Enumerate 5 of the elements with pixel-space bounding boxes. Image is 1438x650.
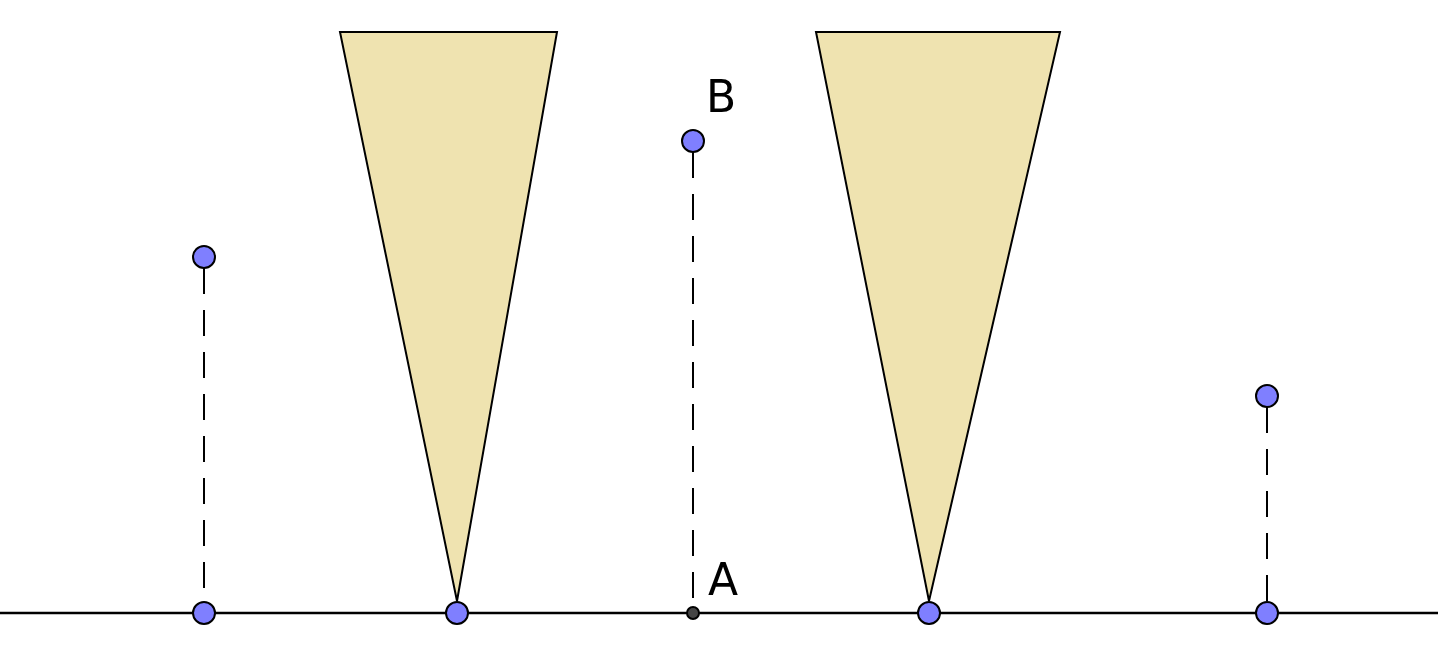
connector-line	[1266, 406, 1268, 603]
point-label: A	[708, 554, 739, 605]
wedge-shape	[814, 31, 1062, 602]
point-label: B	[706, 71, 737, 122]
wedge-shape	[338, 31, 559, 602]
